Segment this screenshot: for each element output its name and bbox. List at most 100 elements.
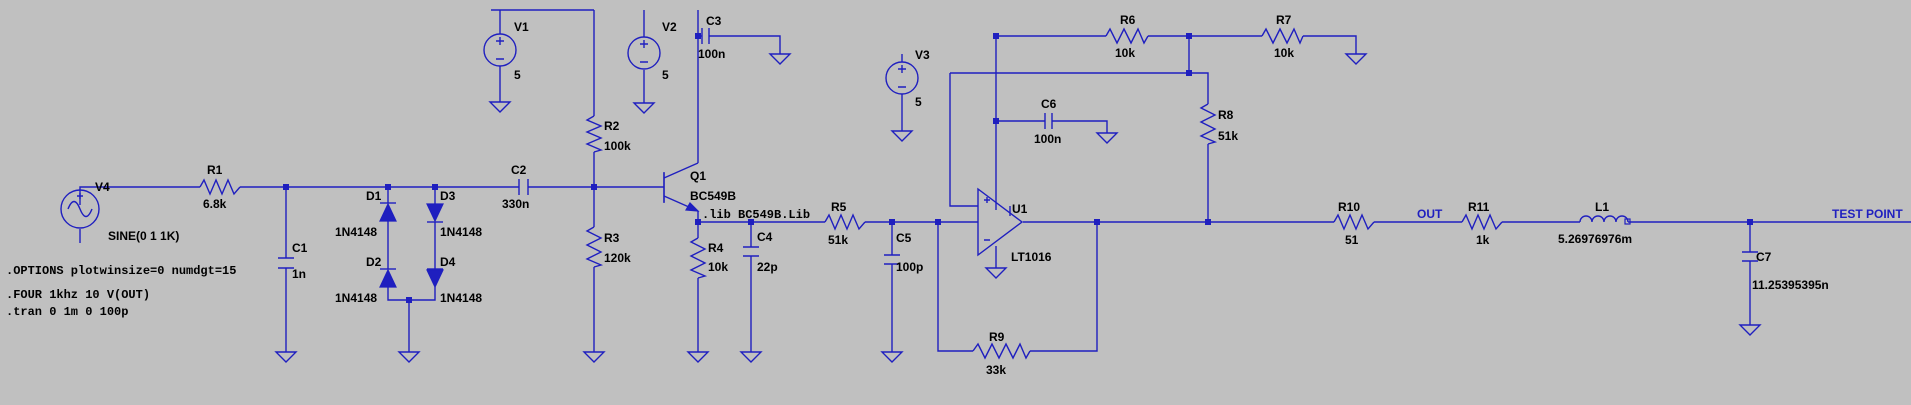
c7-value: 11.25395395n (1752, 278, 1829, 292)
r7-ref: R7 (1276, 13, 1292, 27)
r8-ref: R8 (1218, 108, 1234, 122)
ground-symbols (274, 53, 1762, 363)
d2-value: 1N4148 (335, 291, 377, 305)
resistor-r10[interactable]: R10 51 (1333, 200, 1375, 247)
v4-ref: V4 (95, 180, 110, 194)
v3-ref: V3 (915, 48, 930, 62)
comparator-u1[interactable]: U1 LT1016 (977, 187, 1052, 264)
capacitor-c3[interactable]: C3 100n (698, 14, 725, 61)
l1-ref: L1 (1595, 200, 1609, 214)
d1-ref: D1 (366, 189, 382, 203)
voltage-source-v4[interactable]: V4 SINE(0 1 1K) (60, 180, 179, 243)
r8-value: 51k (1218, 129, 1238, 143)
capacitor-c6[interactable]: C6 100n (1034, 97, 1061, 146)
resistor-r3[interactable]: R3 120k (585, 226, 631, 268)
d3-value: 1N4148 (440, 225, 482, 239)
r10-ref: R10 (1338, 200, 1360, 214)
diode-d2[interactable]: D2 1N4148 (335, 255, 397, 305)
ground-u1 (984, 267, 1008, 279)
r2-ref: R2 (604, 119, 620, 133)
resistor-r11[interactable]: R11 1k (1461, 200, 1503, 247)
d1-value: 1N4148 (335, 225, 377, 239)
directive-options[interactable]: .OPTIONS plotwinsize=0 numdgt=15 (6, 264, 236, 278)
wires (79, 9, 1911, 352)
c6-value: 100n (1034, 132, 1061, 146)
resistor-r6[interactable]: R6 10k (1105, 13, 1149, 60)
c2-value: 330n (502, 197, 529, 211)
resistor-r9[interactable]: R9 33k (972, 330, 1031, 377)
u1-value: LT1016 (1011, 250, 1052, 264)
voltage-source-v1[interactable]: V1 5 (483, 20, 529, 82)
c6-ref: C6 (1041, 97, 1057, 111)
c4-ref: C4 (757, 230, 773, 244)
v3-value: 5 (915, 95, 922, 109)
inductor-l1[interactable]: L1 5.26976976m (1558, 200, 1632, 246)
r7-value: 10k (1274, 46, 1294, 60)
ground-r4 (686, 351, 710, 363)
c1-value: 1n (292, 267, 306, 281)
c3-ref: C3 (706, 14, 722, 28)
voltage-source-v3[interactable]: V3 5 (885, 48, 930, 109)
c2-ref: C2 (511, 163, 527, 177)
ground-r7 (1344, 53, 1368, 65)
d3-ref: D3 (440, 189, 456, 203)
r10-value: 51 (1345, 233, 1359, 247)
c3-value: 100n (698, 47, 725, 61)
q1-value: BC549B (690, 189, 736, 203)
directive-tran[interactable]: .tran 0 1m 0 100p (6, 305, 128, 319)
r4-value: 10k (708, 260, 728, 274)
q1-ref: Q1 (690, 169, 706, 183)
capacitor-c7[interactable]: C7 11.25395395n (1742, 250, 1829, 292)
v2-ref: V2 (662, 20, 677, 34)
resistor-r7[interactable]: R7 10k (1261, 13, 1304, 60)
c5-value: 100p (896, 260, 923, 274)
r5-ref: R5 (831, 200, 847, 214)
r9-value: 33k (986, 363, 1006, 377)
transistor-q1[interactable]: Q1 BC549B (663, 169, 736, 212)
resistor-r4[interactable]: R4 10k (689, 237, 728, 279)
r4-ref: R4 (708, 241, 724, 255)
capacitor-c2[interactable]: C2 330n (502, 163, 539, 211)
d4-value: 1N4148 (440, 291, 482, 305)
r1-ref: R1 (207, 163, 223, 177)
resistor-r1[interactable]: R1 6.8k (199, 163, 241, 211)
v1-value: 5 (514, 68, 521, 82)
r3-value: 120k (604, 251, 631, 265)
v4-value: SINE(0 1 1K) (108, 229, 179, 243)
directive-four[interactable]: .FOUR 1khz 10 V(OUT) (6, 288, 150, 302)
c7-ref: C7 (1756, 250, 1772, 264)
r5-value: 51k (828, 233, 848, 247)
r6-value: 10k (1115, 46, 1135, 60)
r9-ref: R9 (989, 330, 1005, 344)
ground-c5 (880, 351, 904, 363)
c4-value: 22p (757, 260, 778, 274)
ground-c1 (274, 351, 298, 363)
d4-ref: D4 (440, 255, 456, 269)
c5-ref: C5 (896, 231, 912, 245)
capacitor-c5[interactable]: C5 100p (884, 231, 923, 274)
ground-v3 (890, 130, 914, 142)
v2-value: 5 (662, 68, 669, 82)
resistor-r2[interactable]: R2 100k (585, 115, 631, 153)
directive-lib[interactable]: .lib BC549B.Lib (702, 208, 810, 222)
r2-value: 100k (604, 139, 631, 153)
diode-d1[interactable]: D1 1N4148 (335, 189, 397, 239)
ground-c7 (1738, 324, 1762, 336)
capacitor-c4[interactable]: C4 22p (743, 230, 778, 274)
ground-c3 (768, 53, 792, 65)
c1-ref: C1 (292, 241, 308, 255)
net-label-out: OUT (1417, 207, 1443, 221)
junctions (283, 33, 1753, 303)
ground-r3 (582, 351, 606, 363)
u1-ref: U1 (1012, 202, 1028, 216)
diode-d3[interactable]: D3 1N4148 (426, 189, 482, 239)
resistor-r8[interactable]: R8 51k (1199, 103, 1238, 145)
voltage-source-v2[interactable]: V2 5 (627, 20, 677, 82)
resistor-r5[interactable]: R5 51k (824, 200, 866, 247)
capacitor-c1[interactable]: C1 1n (278, 241, 308, 281)
r11-value: 1k (1476, 233, 1490, 247)
ground-c4 (739, 351, 763, 363)
diode-d4[interactable]: D4 1N4148 (426, 255, 482, 305)
r11-ref: R11 (1468, 200, 1490, 214)
